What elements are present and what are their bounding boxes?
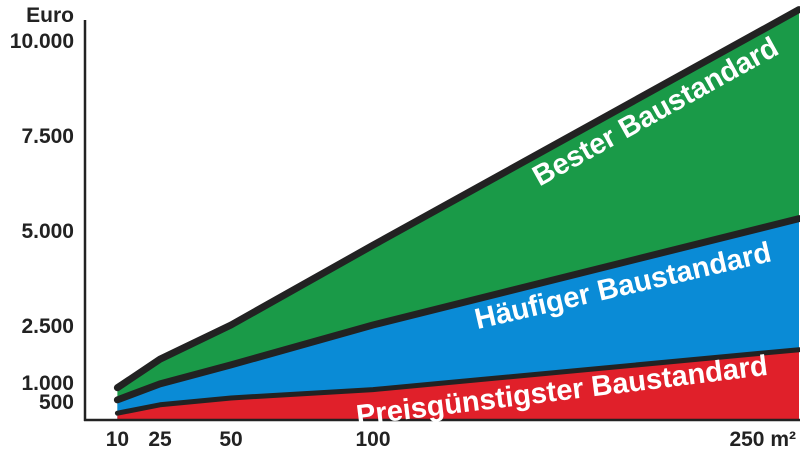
y-tick-label: 500 xyxy=(39,391,74,414)
x-tick-label: 50 xyxy=(219,428,242,450)
y-axis-label: Euro xyxy=(26,4,74,27)
x-ticks: 10 25 50 100 250 m² xyxy=(106,428,796,450)
y-tick-label: 10.000 xyxy=(10,30,74,53)
line-layer xyxy=(113,6,800,416)
y-tick-label: 5.000 xyxy=(21,220,74,243)
x-tick-label: 10 xyxy=(106,428,129,450)
x-tick-label: 100 xyxy=(355,428,390,450)
y-tick-label: 7.500 xyxy=(21,125,74,148)
series-line xyxy=(113,215,800,404)
x-tick-label: 250 m² xyxy=(729,428,796,450)
series-line xyxy=(114,347,800,416)
y-tick-label: 2.500 xyxy=(21,315,74,338)
x-tick-label: 25 xyxy=(148,428,172,450)
series-line xyxy=(113,6,800,392)
y-tick-label: 1.000 xyxy=(21,372,74,395)
